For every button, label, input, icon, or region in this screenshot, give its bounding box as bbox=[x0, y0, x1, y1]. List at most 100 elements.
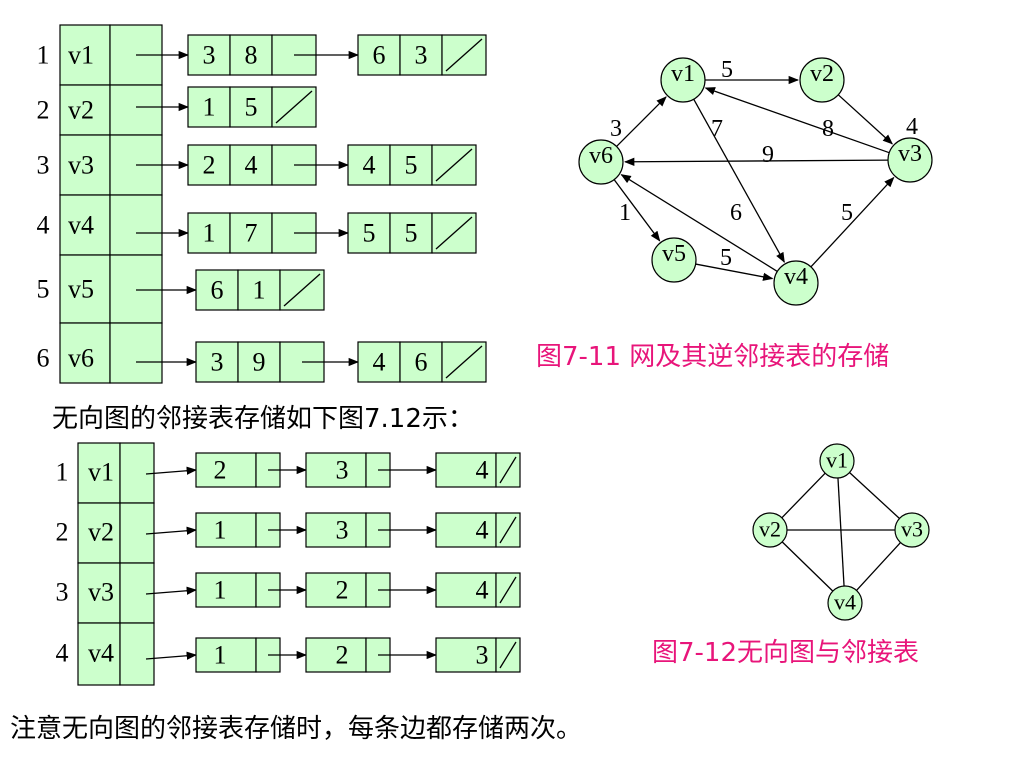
weight-cell bbox=[229, 212, 273, 254]
graph-node-v3 bbox=[887, 137, 933, 183]
first-edge-pointer-cell bbox=[119, 562, 155, 624]
adjvex-value: 6 bbox=[373, 41, 386, 70]
weight-value: 7 bbox=[245, 219, 258, 248]
graph-node-label: v5 bbox=[662, 241, 686, 267]
adjvex-value: 3 bbox=[476, 641, 489, 670]
weight-value: 8 bbox=[245, 41, 258, 70]
storage-note-text: 注意无向图的邻接表存储时，每条边都存储两次。 bbox=[10, 714, 583, 744]
null-pointer-slash bbox=[283, 273, 321, 307]
first-edge-pointer-cell bbox=[109, 84, 163, 136]
edge-weight-label: 5 bbox=[721, 57, 733, 83]
adjvex-value: 2 bbox=[203, 151, 216, 180]
edge-weight-label: 9 bbox=[762, 142, 774, 168]
adjvex-value: 1 bbox=[203, 93, 216, 122]
vertex-name-cell bbox=[59, 254, 111, 324]
graph-node-v2 bbox=[752, 512, 788, 548]
vertex-index-label: 3 bbox=[37, 151, 50, 180]
adjvex-cell bbox=[347, 144, 391, 186]
first-edge-pointer-cell bbox=[109, 194, 163, 256]
first-edge-pointer-cell bbox=[119, 442, 155, 504]
graph-node-v2 bbox=[799, 57, 845, 103]
figure-7-11-caption: 图7-11 网及其逆邻接表的存储 bbox=[536, 342, 890, 372]
weight-value: 5 bbox=[245, 93, 258, 122]
vertex-name-label: v2 bbox=[68, 96, 94, 125]
edge-pointer-arrow bbox=[145, 651, 198, 660]
adjvex-value: 5 bbox=[363, 219, 376, 248]
vertex-name-cell bbox=[59, 194, 111, 256]
adjvex-cell bbox=[195, 269, 239, 311]
vertex-name-label: v3 bbox=[68, 151, 94, 180]
adjvex-value: 3 bbox=[336, 516, 349, 545]
weight-value: 1 bbox=[253, 276, 266, 305]
graph-edge-v1-v2 bbox=[781, 472, 826, 519]
edge-weight-label: 5 bbox=[841, 200, 853, 226]
edge-pointer-arrow bbox=[145, 466, 198, 475]
adjvex-cell bbox=[195, 512, 257, 548]
edge-pointer-arrow bbox=[145, 526, 198, 535]
adjvex-cell bbox=[305, 512, 367, 548]
graph-edge-v3-v6 bbox=[623, 157, 889, 166]
adjvex-cell bbox=[357, 34, 401, 76]
adjvex-value: 2 bbox=[336, 576, 349, 605]
figure-7-12-caption: 图7-12无向图与邻接表 bbox=[652, 638, 920, 668]
adjvex-value: 4 bbox=[373, 348, 386, 377]
vertex-index-label: 4 bbox=[37, 211, 50, 240]
graph-edge-v3-v1 bbox=[704, 87, 890, 154]
graph-node-label: v3 bbox=[898, 141, 922, 167]
adjvex-value: 4 bbox=[363, 151, 376, 180]
graph-node-label: v1 bbox=[671, 61, 695, 87]
vertex-index-label: 5 bbox=[37, 275, 50, 304]
adjvex-value: 6 bbox=[211, 276, 224, 305]
adjvex-value: 4 bbox=[476, 576, 489, 605]
graph-edge-v2-v4 bbox=[781, 541, 834, 592]
adjvex-cell bbox=[435, 637, 497, 673]
graph-node-v4 bbox=[827, 585, 863, 621]
adjvex-cell bbox=[305, 637, 367, 673]
adjvex-cell bbox=[187, 144, 231, 186]
adjvex-value: 3 bbox=[336, 456, 349, 485]
null-pointer-slash bbox=[499, 516, 517, 544]
null-pointer-slash bbox=[499, 641, 517, 669]
graph-edge-v1-v4 bbox=[837, 477, 845, 587]
graph-edge-v1-v3 bbox=[849, 472, 900, 519]
adjvex-cell bbox=[195, 341, 239, 383]
graph-node-label: v4 bbox=[784, 264, 808, 290]
edge-pointer-arrow bbox=[145, 586, 198, 595]
undirected-intro-text: 无向图的邻接表存储如下图7.12示： bbox=[52, 404, 474, 434]
vertex-index-label: 1 bbox=[37, 41, 50, 70]
graph-edge-v1-v4 bbox=[693, 98, 785, 263]
graph-node-label: v3 bbox=[901, 517, 923, 542]
weight-value: 9 bbox=[253, 348, 266, 377]
vertex-name-label: v4 bbox=[68, 211, 94, 240]
first-edge-pointer-cell bbox=[119, 502, 155, 564]
vertex-name-label: v3 bbox=[88, 578, 114, 607]
adjvex-cell bbox=[435, 572, 497, 608]
edge-weight-label: 8 bbox=[822, 116, 834, 142]
vertex-name-label: v2 bbox=[88, 518, 114, 547]
graph-node-v1 bbox=[660, 57, 706, 103]
null-pointer-slash bbox=[435, 216, 473, 250]
adjvex-value: 2 bbox=[336, 641, 349, 670]
graph-node-v6 bbox=[578, 139, 624, 185]
vertex-name-label: v5 bbox=[68, 275, 94, 304]
vertex-index-label: 3 bbox=[56, 578, 69, 607]
vertex-name-cell bbox=[59, 134, 111, 196]
weight-cell bbox=[389, 144, 433, 186]
weight-value: 6 bbox=[415, 348, 428, 377]
adjvex-cell bbox=[347, 212, 391, 254]
graph-node-v1 bbox=[819, 443, 855, 479]
adjvex-cell bbox=[357, 341, 401, 383]
adjvex-cell bbox=[187, 34, 231, 76]
adjvex-value: 1 bbox=[214, 576, 227, 605]
edge-weight-label: 4 bbox=[906, 114, 918, 140]
graph-edge-v6-v5 bbox=[613, 179, 661, 242]
adjvex-cell bbox=[195, 572, 257, 608]
vertex-name-label: v6 bbox=[68, 344, 94, 373]
graph-edge-v2-v3 bbox=[837, 94, 894, 145]
vertex-name-cell bbox=[77, 562, 121, 624]
null-pointer-slash bbox=[435, 148, 473, 182]
graph-node-label: v1 bbox=[826, 448, 848, 473]
weight-cell bbox=[399, 34, 443, 76]
edge-weight-label: 1 bbox=[619, 200, 631, 226]
